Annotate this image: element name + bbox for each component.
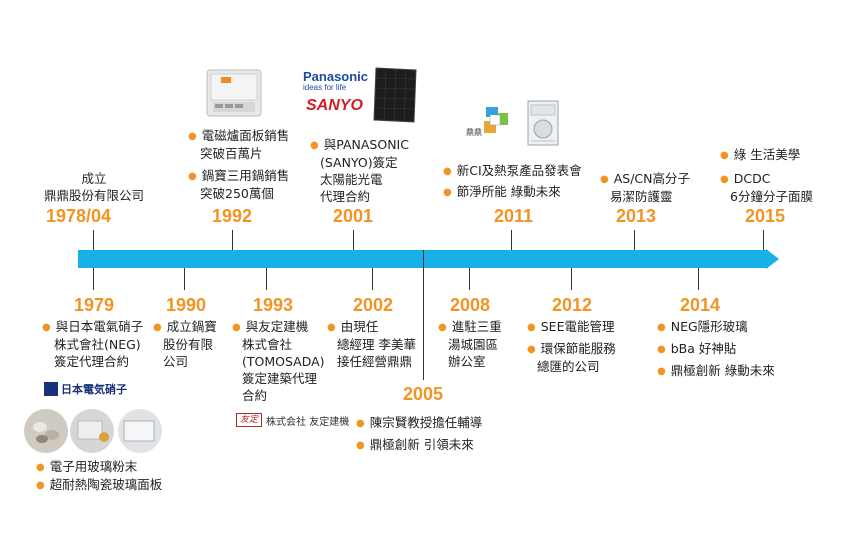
year-2002: 2002 [353,295,394,315]
tick-2015 [763,230,764,250]
dingding-ci-logo [468,107,514,137]
event-2005-bullet-1: ●陳宗賢教授擔任輔導 [356,415,483,430]
year-2014: 2014 [680,295,721,315]
tick-1992 [232,230,233,250]
event-1978-text: 成立 鼎鼎股份有限公司 [43,171,144,203]
event-2012-bullet-1: ●SEE電能管理 [527,319,615,334]
event-2002-bullet-1: ●由現任 總經理 李美華 接任經營鼎鼎 [327,319,416,369]
tick-2005 [423,250,424,380]
tick-2008 [469,268,470,290]
event-2015-bullet-1: ●綠 生活美學 [720,147,801,162]
year-2012: 2012 [552,295,593,315]
event-1992-bullet-1: ●電磁爐面板銷售 突破百萬片 [188,128,290,161]
event-2014-bullet-2: ●bBa 好神貼 [657,341,737,356]
event-2012-bullet-2: ●環保節能服務 總匯的公司 [527,341,616,374]
event-2008-bullet-1: ●進駐三重 湯城園區 辦公室 [438,319,502,369]
tick-2012 [571,268,572,290]
heat-pump-image [526,99,560,147]
event-2015-bullet-2: ●DCDC 6分鐘分子面膜 [720,171,813,204]
dingding-logo-text: 鼎鼎 [466,128,482,137]
sanyo-logo: SANYO [306,97,363,114]
year-2005: 2005 [403,384,444,404]
tick-1978 [93,230,94,250]
tick-1993 [266,268,267,290]
event-2005-bullet-2: ●鼎極創新 引領未來 [356,437,474,452]
year-2015: 2015 [745,206,786,226]
event-2013-bullet-1: ●AS/CN高分子 易潔防護靈 [600,171,691,204]
neg-logo: 日本電気硝子 [44,381,127,397]
year-1979: 1979 [74,295,115,315]
panasonic-tagline: ideas for life [303,83,347,92]
year-1992: 1992 [212,206,253,226]
year-1993: 1993 [253,295,294,315]
event-2011-bullet-1: ●新CI及熱泵產品發表會 [443,163,582,178]
event-1979-extra-2: ●超耐熱陶瓷玻璃面板 [36,477,163,492]
timeline-arrow [766,249,779,269]
tick-2014 [698,268,699,290]
tick-2001 [353,230,354,250]
induction-cooker-image [205,64,263,120]
event-1993-bullet-1: ●與友定建機 株式會社 (TOMOSADA) 簽定建築代理 合約 [232,319,325,403]
tomosada-logo: 友定 株式会社 友定建機 [236,412,349,428]
year-1978: 1978/04 [46,206,112,226]
event-1979-bullet-1: ●與日本電氣硝子 株式會社(NEG) 簽定代理合約 [42,319,144,369]
event-2011-bullet-2: ●節淨所能 綠動未來 [443,184,561,199]
event-2014-bullet-1: ●NEG隱形玻璃 [657,319,748,334]
year-2008: 2008 [450,295,491,315]
year-2011: 2011 [494,206,534,226]
year-1990: 1990 [166,295,207,315]
year-2013: 2013 [616,206,657,226]
event-1992-bullet-2: ●鍋寶三用鍋銷售 突破250萬個 [188,168,290,201]
year-2001: 2001 [333,206,374,226]
panasonic-logo: Panasonic [303,69,369,84]
tick-2013 [634,230,635,250]
tick-1990 [184,268,185,290]
tick-1979 [93,268,94,290]
tick-2011 [511,230,512,250]
glass-products-image [24,407,164,455]
event-1979-extra-1: ●電子用玻璃粉末 [36,459,138,474]
event-2014-bullet-3: ●鼎極創新 綠動未來 [657,363,775,378]
event-2001-bullet-1: ●與PANASONIC (SANYO)簽定 太陽能光電 代理合約 [310,137,409,204]
tick-2002 [372,268,373,290]
solar-panel-image [372,66,420,124]
event-1990-bullet-1: ●成立鍋寶 股份有限 公司 [153,319,217,369]
